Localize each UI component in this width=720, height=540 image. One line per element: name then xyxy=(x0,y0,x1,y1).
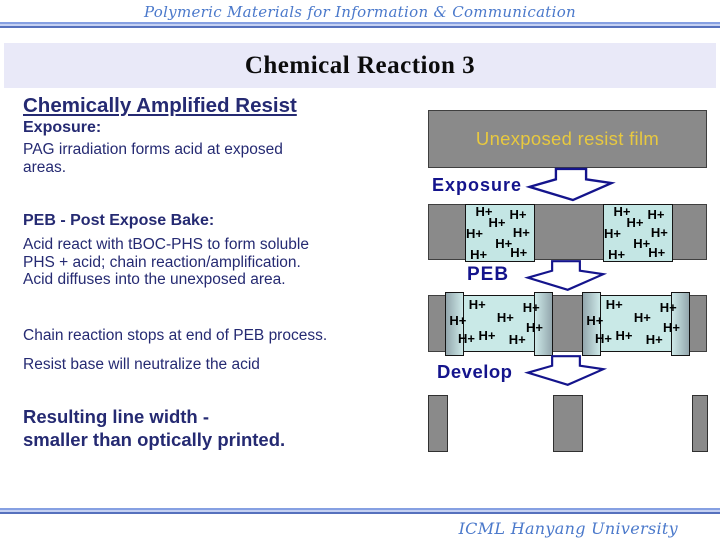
h-plus-ion: H+ xyxy=(510,245,528,261)
h-plus-ion: H+ xyxy=(633,309,651,325)
down-arrow-icon xyxy=(525,167,616,202)
h-plus-ion: H+ xyxy=(488,215,506,231)
h-plus-ion: H+ xyxy=(663,320,680,336)
h-plus-ion: H+ xyxy=(522,300,540,316)
h-plus-ion: H+ xyxy=(512,225,530,241)
diffused-exposed-area: H+H+H+H+H+H+H+H+ xyxy=(445,292,553,356)
exposed-area: H+H+H+H+H+H+H+H+ xyxy=(465,204,535,262)
down-arrow-icon xyxy=(524,260,608,291)
acid-diffusion-edge xyxy=(534,292,553,356)
peb-subheading: PEB - Post Expose Bake: xyxy=(23,212,215,229)
h-plus-ion: H+ xyxy=(648,245,666,261)
footer-affiliation: ICML Hanyang University xyxy=(458,519,678,538)
remaining-resist-block xyxy=(553,395,583,452)
h-plus-ion: H+ xyxy=(526,320,543,336)
diffused-exposed-area: H+H+H+H+H+H+H+H+ xyxy=(582,292,690,356)
h-plus-ion: H+ xyxy=(594,331,612,347)
h-plus-ion: H+ xyxy=(475,204,493,219)
h-plus-ion: H+ xyxy=(457,331,475,347)
step-label-develop: Develop xyxy=(437,361,513,382)
exposed-area: H+H+H+H+H+H+H+H+ xyxy=(603,204,673,262)
soluble-area xyxy=(463,295,535,352)
remaining-resist-block xyxy=(692,395,708,452)
h-plus-ion: H+ xyxy=(586,312,604,328)
down-arrow-icon xyxy=(524,355,608,386)
h-plus-ion: H+ xyxy=(470,246,488,262)
remaining-resist-block xyxy=(428,395,448,452)
footer-divider xyxy=(0,508,720,514)
h-plus-ion: H+ xyxy=(604,226,621,242)
h-plus-ion: H+ xyxy=(615,328,633,344)
peb-band: H+H+H+H+H+H+H+H+ H+H+H+H+H+H+H+H+ xyxy=(428,292,707,356)
soluble-area xyxy=(600,295,672,352)
h-plus-ion: H+ xyxy=(608,246,626,262)
header-motto: Polymeric Materials for Information & Co… xyxy=(143,3,577,21)
conclusion-text: Resulting line width - smaller than opti… xyxy=(23,406,286,450)
h-plus-ion: H+ xyxy=(613,204,631,219)
step-label-peb: PEB xyxy=(467,264,510,285)
exposure-body: PAG irradiation forms acid at exposed ar… xyxy=(23,141,283,176)
exposure-subheading: Exposure: xyxy=(23,119,102,136)
h-plus-ion: H+ xyxy=(508,331,526,347)
h-plus-ion: H+ xyxy=(645,331,663,347)
h-plus-ion: H+ xyxy=(633,236,651,252)
h-plus-ion: H+ xyxy=(468,296,486,312)
section-heading: Chemically Amplified Resist xyxy=(23,94,297,117)
resist-base-note: Resist base will neutralize the acid xyxy=(23,356,260,373)
step-label-exposure: Exposure xyxy=(432,175,523,195)
chain-reaction-note: Chain reaction stops at end of PEB proce… xyxy=(23,327,328,344)
h-plus-ion: H+ xyxy=(659,300,677,316)
h-plus-ion: H+ xyxy=(466,226,483,242)
page-title: Chemical Reaction 3 xyxy=(244,51,476,79)
peb-body: Acid react with tBOC-PHS to form soluble… xyxy=(23,236,309,289)
h-plus-ion: H+ xyxy=(647,207,665,223)
acid-diffusion-edge xyxy=(671,292,690,356)
h-plus-ion: H+ xyxy=(495,236,513,252)
film-label: Unexposed resist film xyxy=(475,128,660,149)
exposure-band: H+H+H+H+H+H+H+H+ H+H+H+H+H+H+H+H+ xyxy=(428,204,707,262)
h-plus-ion: H+ xyxy=(478,328,496,344)
unexposed-film-box: Unexposed resist film xyxy=(428,110,707,168)
h-plus-ion: H+ xyxy=(626,215,644,231)
title-bar: Chemical Reaction 3 xyxy=(4,43,716,88)
h-plus-ion: H+ xyxy=(449,312,467,328)
h-plus-ion: H+ xyxy=(650,225,668,241)
h-plus-ion: H+ xyxy=(509,207,527,223)
h-plus-ion: H+ xyxy=(496,309,514,325)
header-divider xyxy=(0,22,720,28)
h-plus-ion: H+ xyxy=(605,296,623,312)
